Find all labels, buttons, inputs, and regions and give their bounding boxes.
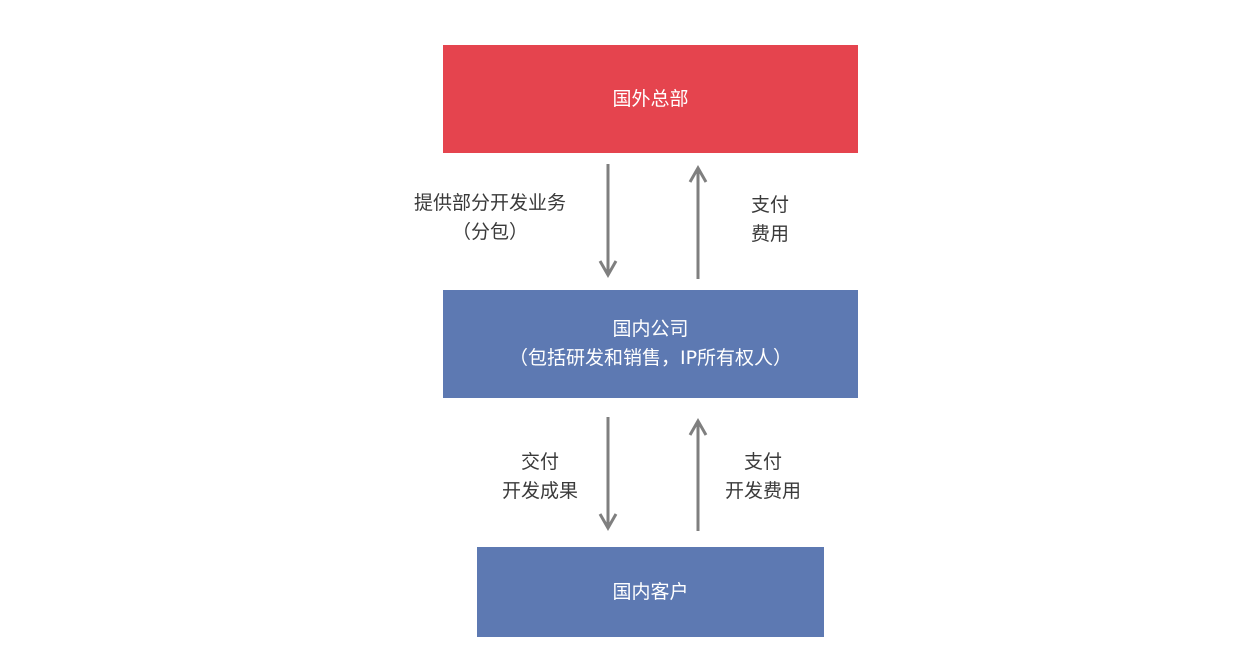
node-domestic-company-label-line1: 国内公司 [612, 318, 689, 340]
edge-label-deliver-results-line1: 交付 [520, 451, 559, 473]
edge-label-subcontract-line2: （分包） [451, 221, 528, 243]
node-domestic-client-label: 国内客户 [612, 580, 689, 603]
node-domestic-company-label-line2: （包括研发和销售，IP所有权人） [508, 347, 793, 369]
edge-label-pay-fee: 支付 费用 [730, 191, 810, 249]
edge-label-pay-fee-line2: 费用 [750, 223, 789, 245]
edge-label-pay-fee-line1: 支付 [750, 194, 789, 216]
edge-label-subcontract-line1: 提供部分开发业务 [413, 192, 566, 214]
edge-label-deliver-results: 交付 开发成果 [490, 448, 590, 506]
edge-label-deliver-results-line2: 开发成果 [501, 480, 578, 502]
node-overseas-hq: 国外总部 [443, 45, 858, 153]
edge-label-pay-dev-fee: 支付 开发费用 [713, 448, 813, 506]
arrow-down-company-to-client [598, 417, 618, 532]
arrow-up-client-to-company [688, 417, 708, 531]
arrow-down-hq-to-company [598, 164, 618, 279]
node-domestic-company: 国内公司 （包括研发和销售，IP所有权人） [443, 290, 858, 398]
arrow-up-company-to-hq [688, 164, 708, 279]
edge-label-subcontract: 提供部分开发业务 （分包） [400, 189, 580, 247]
edge-label-pay-dev-fee-line1: 支付 [743, 451, 782, 473]
node-domestic-client: 国内客户 [477, 547, 824, 637]
node-overseas-hq-label: 国外总部 [612, 87, 689, 110]
edge-label-pay-dev-fee-line2: 开发费用 [724, 480, 801, 502]
